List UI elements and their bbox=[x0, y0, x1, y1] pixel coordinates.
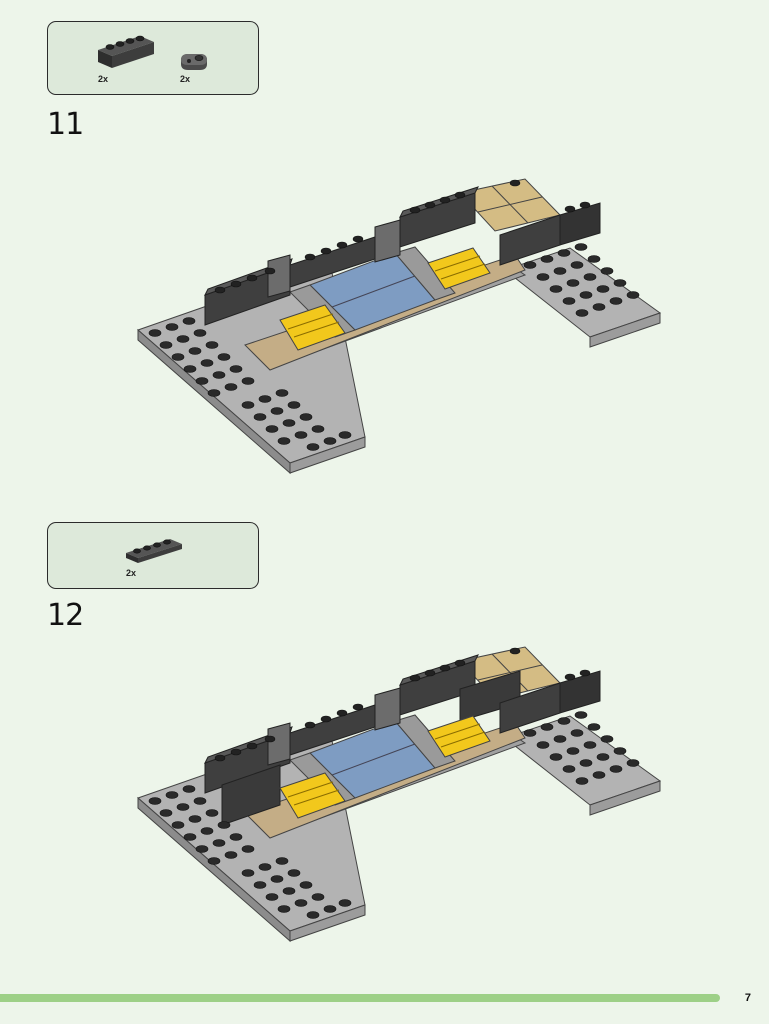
step-number: 12 bbox=[47, 598, 83, 633]
part-quantity: 2x bbox=[180, 74, 190, 84]
part-quantity: 2x bbox=[98, 74, 108, 84]
parts-callout-step-12: 2x bbox=[47, 522, 259, 589]
page-number: 7 bbox=[745, 992, 751, 1004]
plate-1x4-part-icon bbox=[124, 535, 186, 565]
parts-callout-step-11: 2x 2x bbox=[47, 21, 259, 95]
brick-1x4-part-icon bbox=[96, 30, 158, 70]
part-quantity: 2x bbox=[126, 568, 136, 578]
step-11-model-illustration bbox=[130, 165, 670, 485]
step-12-model-illustration bbox=[130, 633, 670, 943]
page-progress-bar bbox=[0, 994, 720, 1002]
plate-1x2-rounded-part-icon bbox=[178, 50, 210, 72]
step-number: 11 bbox=[47, 107, 83, 142]
